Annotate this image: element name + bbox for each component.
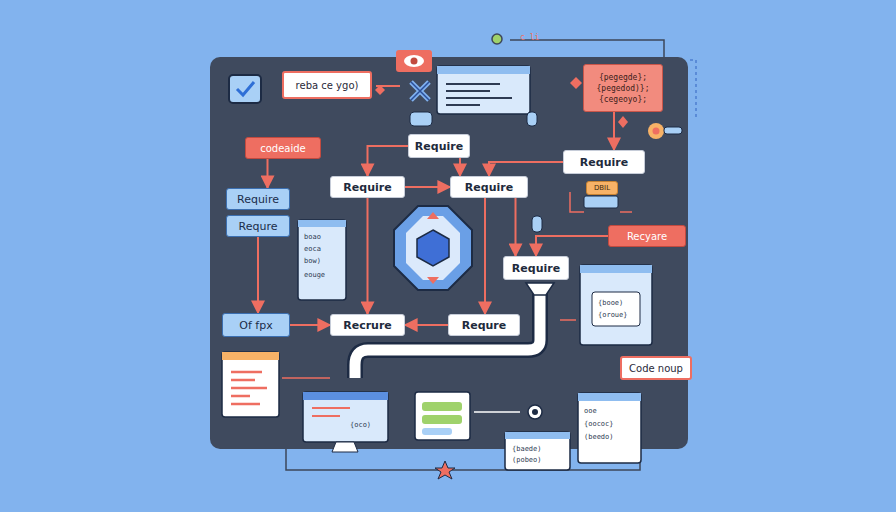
connector (267, 159, 269, 188)
flower-icon (648, 123, 682, 139)
process-box: Require (450, 176, 528, 198)
connector (367, 198, 369, 314)
box-text: Require (580, 156, 628, 169)
connector (405, 186, 450, 188)
box-text: Require (237, 193, 279, 206)
code-label: {booe) (598, 300, 623, 307)
box-text: Recrure (343, 319, 392, 332)
monitor (303, 392, 388, 452)
octagon-core (394, 206, 472, 290)
code-label: c li (520, 34, 539, 42)
code-label: eoca (304, 246, 321, 253)
code-label: boao (304, 234, 321, 241)
process-box: Require (563, 150, 645, 174)
connector (405, 324, 448, 326)
process-box: Requre (226, 215, 290, 237)
box-text: Require (415, 140, 463, 153)
code-label: {oco) (350, 422, 371, 429)
code-window (298, 220, 346, 300)
connector (484, 198, 486, 314)
process-box: Code noup (620, 356, 692, 380)
check-icon (229, 75, 261, 103)
process-box: Recyare (608, 225, 686, 247)
eye-icon (396, 50, 432, 72)
code-window (505, 432, 570, 470)
process-box: Recrure (330, 314, 405, 336)
code-label: {oroue} (598, 312, 628, 319)
box-text: DBIL (594, 184, 610, 192)
code-label: (beedo) (584, 434, 614, 441)
connector (290, 324, 330, 326)
box-text: Require (343, 181, 391, 194)
code-label: ooe (584, 408, 597, 415)
panel (210, 57, 688, 449)
code-label: bow) (304, 258, 321, 265)
node-dot (492, 34, 502, 44)
code-window (437, 66, 537, 126)
x-icon (376, 82, 432, 126)
code-label: {oococ} (584, 421, 614, 428)
connector (459, 158, 461, 176)
connector (368, 146, 409, 176)
process-box: codeaide (245, 137, 321, 159)
box-text: Require (512, 262, 560, 275)
process-box: Requre (448, 314, 520, 336)
connector (613, 112, 615, 150)
connector (489, 162, 563, 176)
process-box: DBIL (586, 181, 618, 195)
process-box: Of fpx (222, 313, 290, 337)
code-label: (pobeo) (512, 457, 542, 464)
process-box: Require (330, 176, 405, 198)
box-text: Requre (239, 220, 278, 233)
process-box: Require (226, 188, 290, 210)
code-window (578, 393, 641, 463)
process-box: {pegegde};{pegedod)};{cegeoyo}; (583, 64, 663, 112)
box-text: {pegedod)}; (597, 83, 650, 94)
code-window (560, 265, 652, 345)
process-box: Require (503, 256, 569, 280)
box-text: {cegeoyo}; (599, 94, 647, 105)
box-text: {pegegde}; (599, 72, 647, 83)
process-box: Require (408, 134, 470, 158)
box-text: codeaide (260, 143, 306, 154)
code-label: eouge (304, 272, 325, 279)
connector (257, 237, 259, 313)
box-text: Require (465, 181, 513, 194)
connector (536, 236, 608, 256)
process-box: reba ce ygo) (282, 71, 372, 99)
box-text: Requre (462, 319, 507, 332)
star (435, 461, 455, 479)
box-text: Code noup (629, 363, 683, 374)
box-text: Of fpx (239, 319, 272, 332)
box-text: reba ce ygo) (296, 80, 359, 91)
connector (515, 198, 517, 256)
box-text: Recyare (627, 231, 667, 242)
code-label: {baede) (512, 446, 542, 453)
